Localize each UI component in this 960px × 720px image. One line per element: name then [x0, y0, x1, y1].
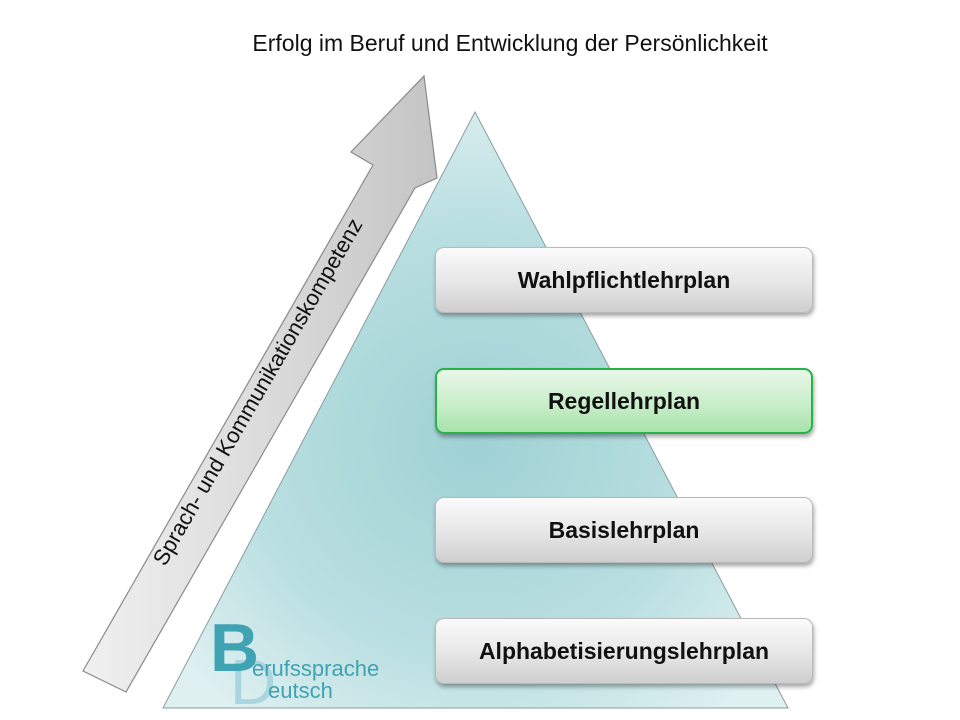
progress-arrow	[82, 74, 438, 693]
berufssprache-deutsch-logo: D B erufssprache eutsch	[210, 614, 420, 714]
level-wahlpflichtlehrplan: Wahlpflichtlehrplan	[435, 247, 813, 313]
logo-text-line2: eutsch	[268, 678, 333, 703]
logo-letter-b: B	[210, 610, 260, 686]
logo-letter-d: D	[230, 646, 277, 718]
level-regellehrplan: Regellehrplan	[435, 368, 813, 434]
diagram-title: Erfolg im Beruf und Entwicklung der Pers…	[252, 30, 768, 56]
level-basislehrplan: Basislehrplan	[435, 497, 813, 563]
logo-text-line1: erufssprache	[252, 656, 380, 681]
level-alphabetisierungslehrplan: Alphabetisierungslehrplan	[435, 618, 813, 684]
